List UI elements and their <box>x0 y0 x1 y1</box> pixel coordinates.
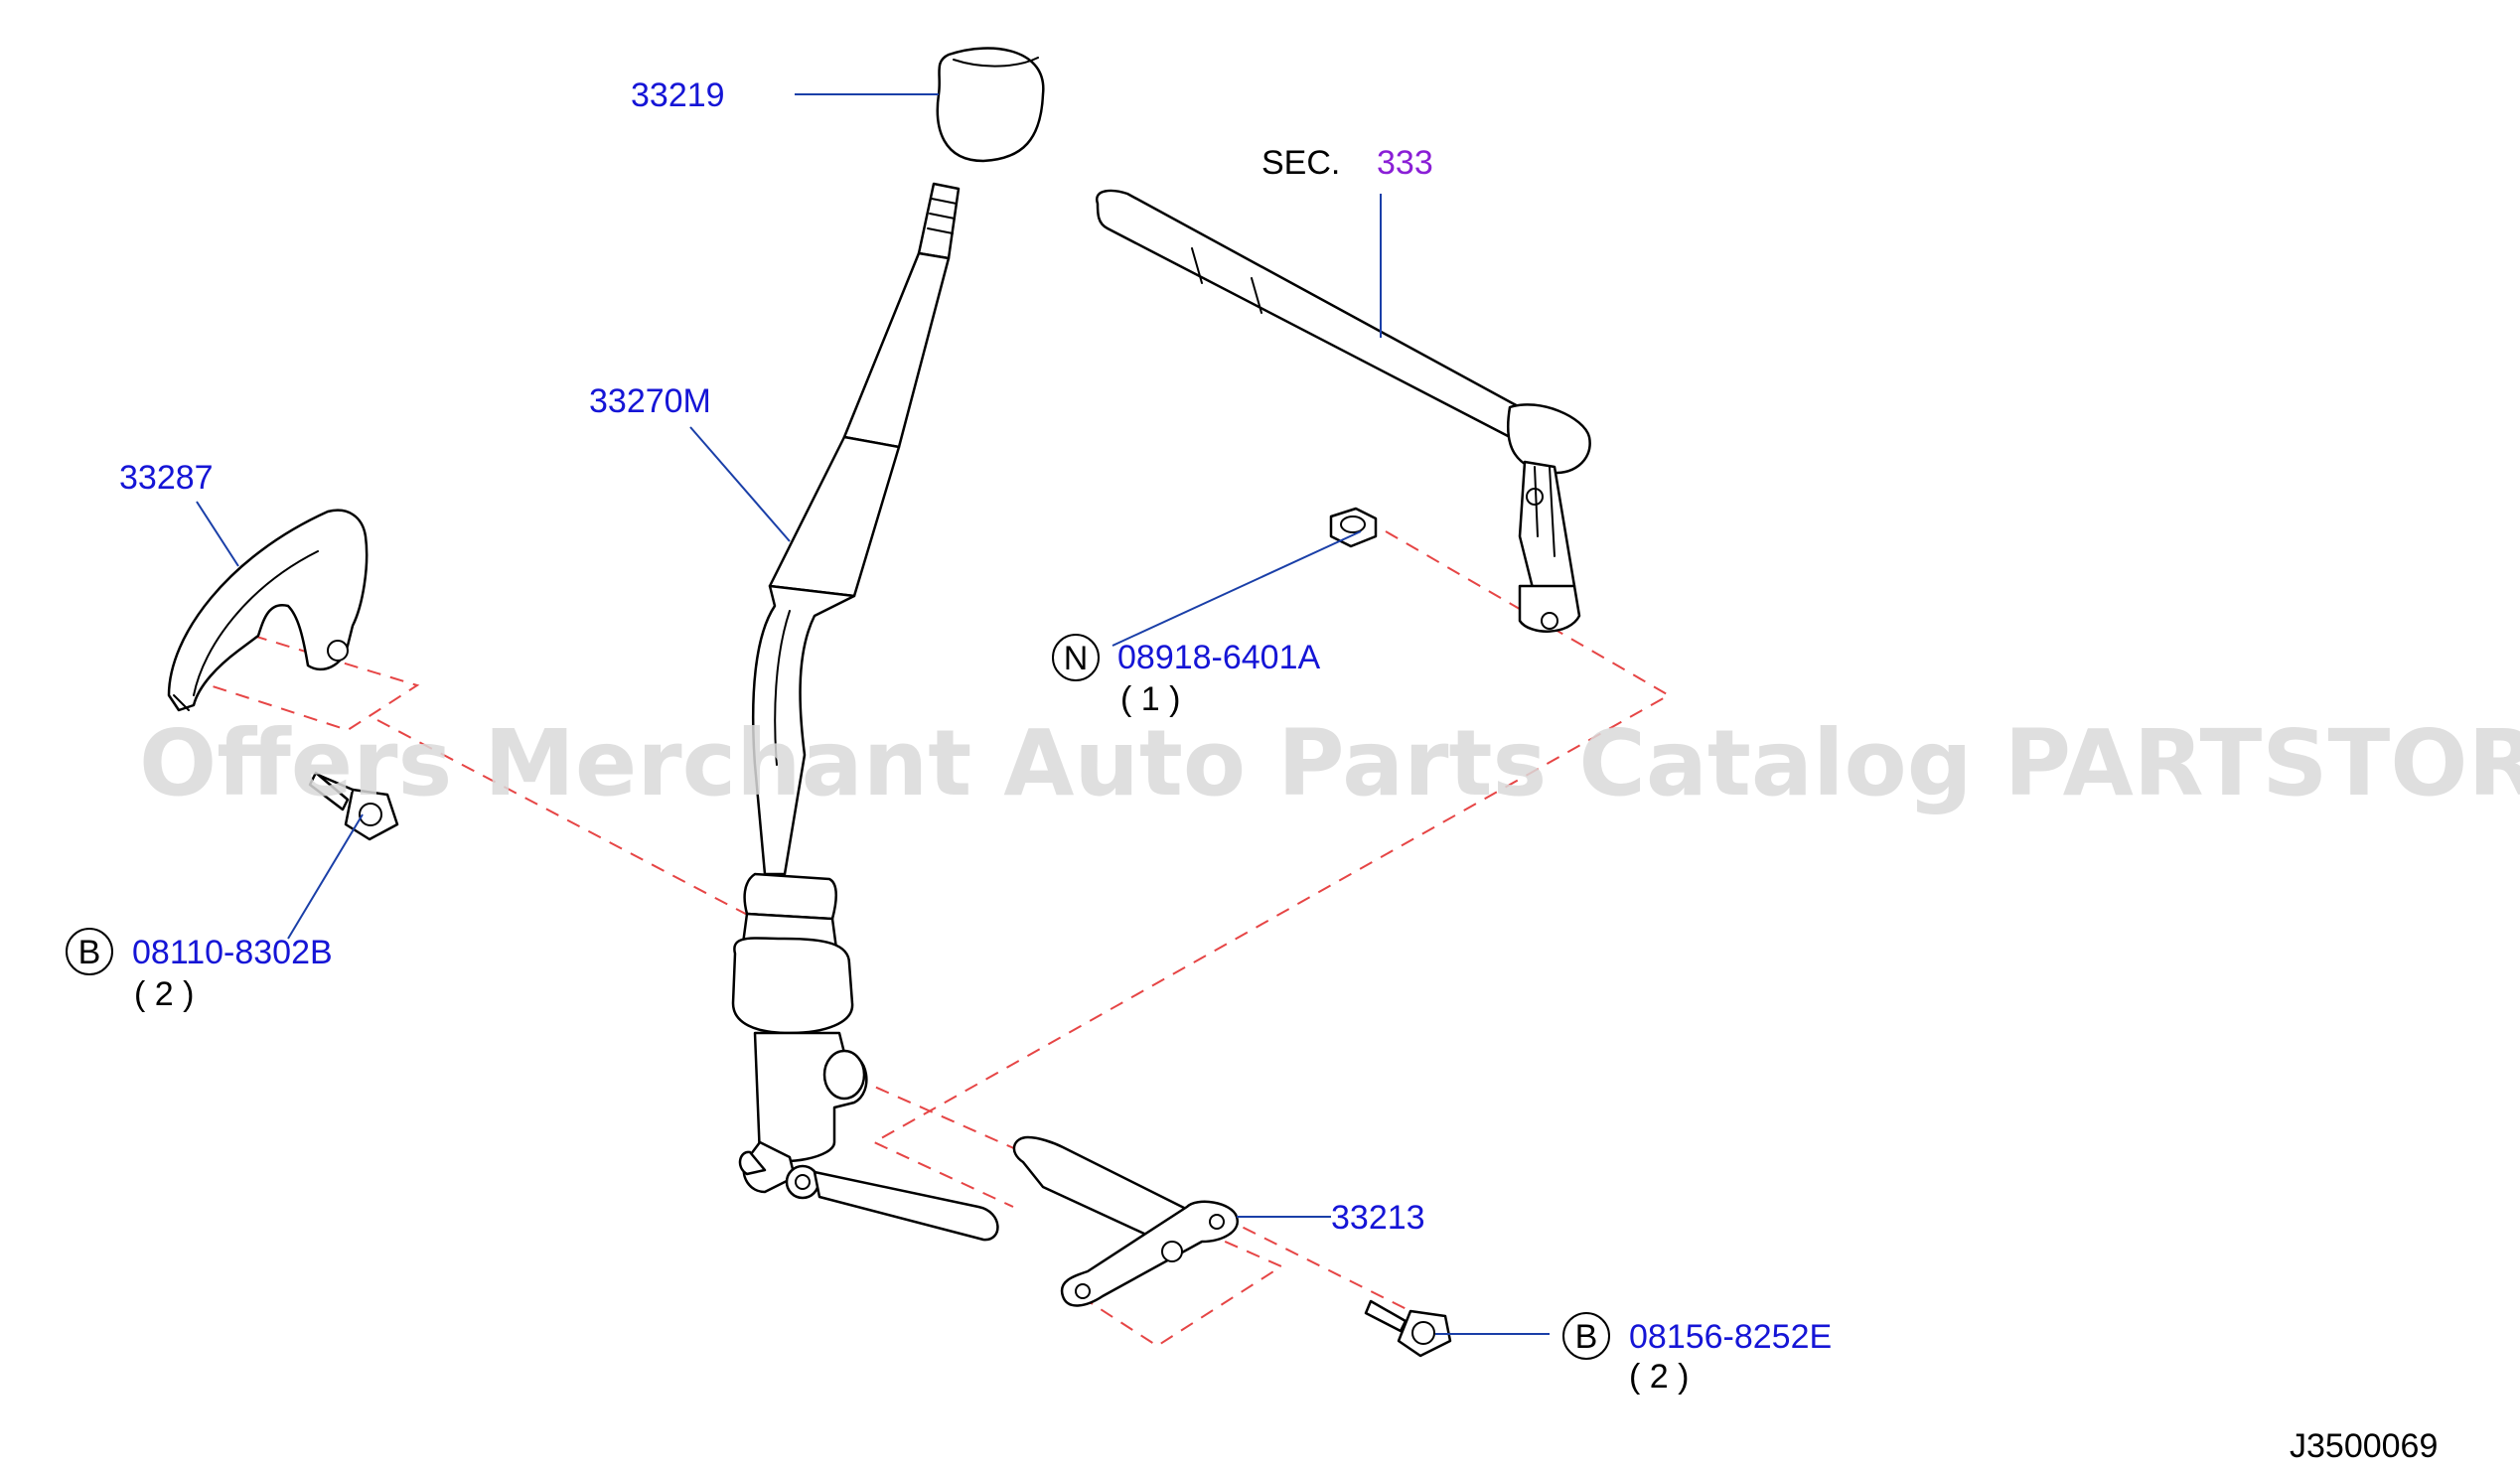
diagram-id: J3500069 <box>2290 1427 2438 1465</box>
part-label-33270m[interactable]: 33270M <box>589 382 711 420</box>
shift-lever[interactable] <box>731 182 999 1242</box>
part-label-33287[interactable]: 33287 <box>119 459 214 497</box>
bolt-right-symbol: B <box>1575 1318 1598 1356</box>
shift-knob[interactable] <box>936 47 1045 163</box>
nut-quantity: ( 1 ) <box>1120 680 1180 718</box>
cover-plate[interactable] <box>167 509 369 712</box>
symbol-markers: N B B <box>66 634 1610 1360</box>
shift-rod[interactable] <box>1096 189 1591 633</box>
bolt-left-quantity: ( 2 ) <box>134 975 194 1013</box>
nut[interactable] <box>1329 507 1378 548</box>
part-label-08918-6401a[interactable]: 08918-6401A <box>1117 639 1321 676</box>
bracket[interactable] <box>1012 1135 1239 1307</box>
bolt-left[interactable] <box>308 771 399 841</box>
bolt-right-quantity: ( 2 ) <box>1629 1358 1689 1396</box>
nut-symbol: N <box>1064 640 1089 677</box>
part-label-08156-8252e[interactable]: 08156-8252E <box>1629 1318 1832 1356</box>
part-label-33213[interactable]: 33213 <box>1331 1199 1425 1237</box>
bolt-right[interactable] <box>1364 1299 1452 1358</box>
section-prefix: SEC. <box>1261 144 1340 182</box>
part-label-33219[interactable]: 33219 <box>631 76 725 114</box>
leader-lines <box>196 93 1550 1335</box>
watermark: Offers Merchant Auto Parts Catalog PARTS… <box>139 710 2520 816</box>
part-label-08110-8302b[interactable]: 08110-8302B <box>132 934 333 971</box>
section-number[interactable]: 333 <box>1377 144 1433 182</box>
bolt-left-symbol: B <box>78 934 101 971</box>
